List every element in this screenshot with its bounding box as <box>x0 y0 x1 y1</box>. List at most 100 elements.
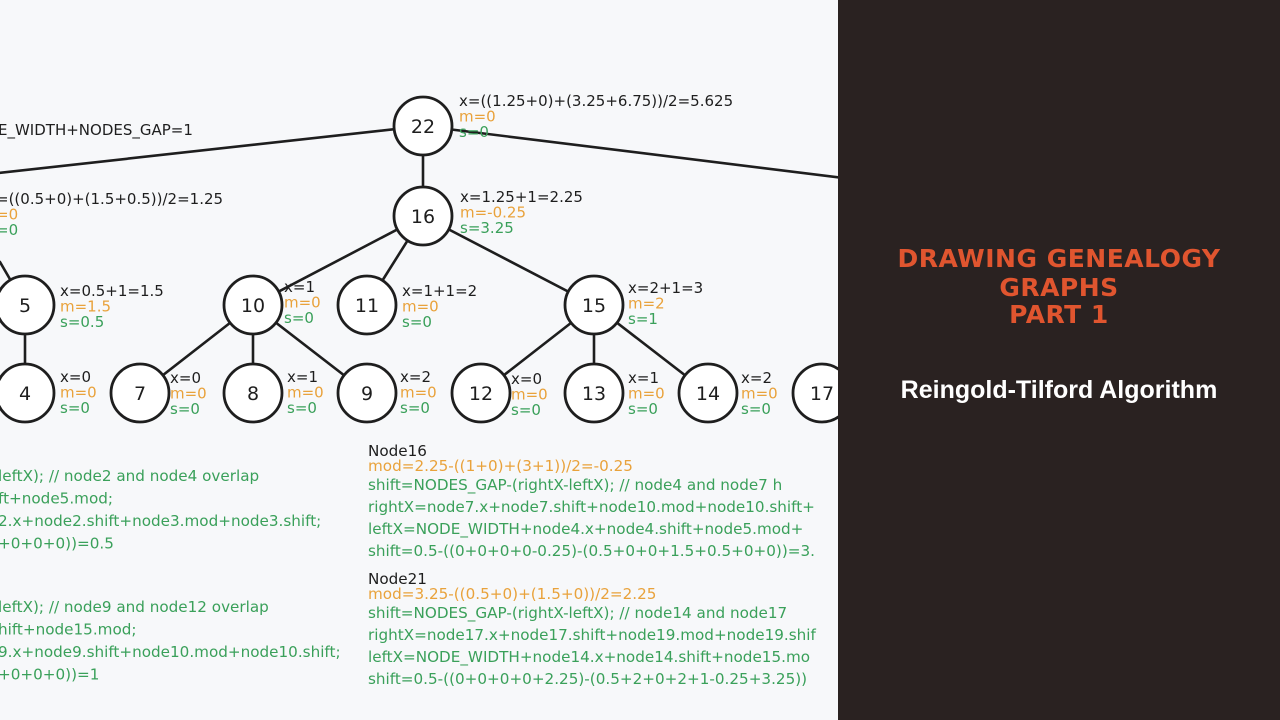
tree-node-12: 12 <box>450 362 512 424</box>
title-line-2: PART 1 <box>1009 300 1109 329</box>
node16-code-line: shift=NODES_GAP-(rightX-leftX); // node4… <box>368 476 782 495</box>
tree-edge <box>0 124 425 175</box>
node-circle <box>563 362 625 424</box>
code-line-left: leftX); // node9 and node12 overlap <box>0 598 269 616</box>
annotation-node-8: x=1m=0s=0 <box>287 368 324 417</box>
annotation-left-width: E_WIDTH+NODES_GAP=1 <box>0 121 193 140</box>
node16-heading: Node16 <box>368 442 427 460</box>
annotation-left-annotation-x: =((0.5+0)+(1.5+0.5))/2=1.25 <box>0 190 223 208</box>
node-label: 4 <box>19 383 31 405</box>
tree-node-8: 8 <box>222 362 284 424</box>
title-panel: DRAWING GENEALOGY GRAPHS PART 1 Reingold… <box>838 0 1280 720</box>
annotation-s: s=0 <box>459 123 489 141</box>
node-label: 12 <box>469 383 493 405</box>
node21-heading: Node21 <box>368 570 427 588</box>
tree-node-9: 9 <box>336 362 398 424</box>
code-line-left: leftX); // node2 and node4 overlap <box>0 467 259 485</box>
annotation-s: s=3.25 <box>460 219 514 237</box>
code-line-left: +0+0+0))=0.5 <box>0 535 114 553</box>
annotation-left-annotation-m: =0 <box>0 206 18 224</box>
tree-node-7: 7 <box>109 362 171 424</box>
node-circle <box>336 362 398 424</box>
tree-edges <box>0 124 838 395</box>
tree-edge <box>251 214 425 307</box>
tree-node-10: 10 <box>222 274 284 336</box>
node-label: 7 <box>134 383 146 405</box>
annotation-s: s=0 <box>287 399 317 417</box>
annotation-node-10: x=1m=0s=0 <box>284 278 321 327</box>
annotation-node-12: x=0m=0s=0 <box>511 370 548 419</box>
annotation-s: s=0 <box>628 400 658 418</box>
node16-mod: mod=2.25-((1+0)+(3+1))/2=-0.25 <box>368 457 633 475</box>
title-line-1: DRAWING GENEALOGY GRAPHS <box>897 244 1221 302</box>
node-label: 5 <box>19 295 31 317</box>
annotation-x: x=1 <box>287 368 318 386</box>
annotation-node-5: x=0.5+1=1.5m=1.5s=0.5 <box>60 282 164 331</box>
annotation-m: m=0 <box>459 108 496 126</box>
node-circle <box>109 362 171 424</box>
code-line-left: ft+node5.mod; <box>0 490 113 508</box>
node-circle <box>392 95 454 157</box>
node21-mod: mod=3.25-((0.5+0)+(1.5+0))/2=2.25 <box>368 585 656 603</box>
annotation-node-7: x=0m=0s=0 <box>170 369 207 418</box>
node-label: 10 <box>241 295 265 317</box>
tree-node-13: 13 <box>563 362 625 424</box>
annotation-s: s=0 <box>402 313 432 331</box>
code-blocks: leftX); // node2 and node4 overlap ft+nod… <box>0 442 816 688</box>
tree-node-17: 17 <box>791 362 838 424</box>
annotation-x: x=0 <box>511 370 542 388</box>
code-line-left: 2.x+node2.shift+node3.mod+node3.shift; <box>0 512 321 530</box>
annotation-m: m=0 <box>741 385 778 403</box>
annotation-x: x=1.25+1=2.25 <box>460 188 583 206</box>
node21-code-line: rightX=node17.x+node17.shift+node19.mod+… <box>368 626 816 644</box>
node21-code-line: leftX=NODE_WIDTH+node14.x+node14.shift+n… <box>368 648 810 667</box>
node-circle <box>222 274 284 336</box>
node-circle <box>392 185 454 247</box>
annotation-s: s=0 <box>170 400 200 418</box>
tree-node-14: 14 <box>677 362 739 424</box>
annotation-x: x=2 <box>400 368 431 386</box>
node-label: 11 <box>355 295 379 317</box>
tree-node-22: 22 <box>392 95 454 157</box>
annotation-node-13: x=1m=0s=0 <box>628 369 665 418</box>
annotation-s: s=0 <box>284 309 314 327</box>
annotation-m: m=0 <box>511 386 548 404</box>
annotation-s: s=0 <box>741 400 771 418</box>
node21-code-line: shift=0.5-((0+0+0+0+2.25)-(0.5+2+0+2+1-0… <box>368 670 807 688</box>
annotation-s: s=0 <box>60 399 90 417</box>
annotation-s: s=0 <box>511 401 541 419</box>
node-label: 9 <box>361 383 373 405</box>
tree-node-11: 11 <box>336 274 398 336</box>
tree-edge <box>421 124 838 179</box>
annotation-node-4: x=0m=0s=0 <box>60 368 97 417</box>
annotation-x: x=1 <box>284 278 315 296</box>
tree-nodes: 22 16 5 10 11 15 4 7 8 9 12 13 14 17 <box>0 95 838 424</box>
code-line-left: hift+node15.mod; <box>0 621 137 639</box>
annotation-node-16: x=1.25+1=2.25m=-0.25s=3.25 <box>460 188 583 237</box>
annotation-s: s=0 <box>400 399 430 417</box>
annotation-m: m=0 <box>628 385 665 403</box>
tree-node-16: 16 <box>392 185 454 247</box>
code-line-left: 9.x+node9.shift+node10.mod+node10.shift; <box>0 643 341 661</box>
node16-code-line: rightX=node7.x+node7.shift+node10.mod+no… <box>368 498 815 516</box>
annotation-x: x=2 <box>741 369 772 387</box>
node-label: 17 <box>810 383 834 405</box>
node-circle <box>791 362 838 424</box>
annotation-m: m=0 <box>60 384 97 402</box>
annotation-s: s=1 <box>628 310 658 328</box>
node-label: 15 <box>582 295 606 317</box>
annotation-x: x=2+1=3 <box>628 279 703 297</box>
annotation-m: m=0 <box>170 385 207 403</box>
annotation-x: x=1 <box>628 369 659 387</box>
node-annotations: x=((1.25+0)+(3.25+6.75))/2=5.625m=0s=0x=… <box>0 92 778 419</box>
annotation-node-11: x=1+1=2m=0s=0 <box>402 282 477 331</box>
annotation-m: m=0 <box>287 384 324 402</box>
annotation-x: x=0 <box>60 368 91 386</box>
node-circle <box>563 274 625 336</box>
annotation-x: x=1+1=2 <box>402 282 477 300</box>
tree-node-15: 15 <box>563 274 625 336</box>
tree-node-4: 4 <box>0 362 56 424</box>
node-label: 13 <box>582 383 606 405</box>
